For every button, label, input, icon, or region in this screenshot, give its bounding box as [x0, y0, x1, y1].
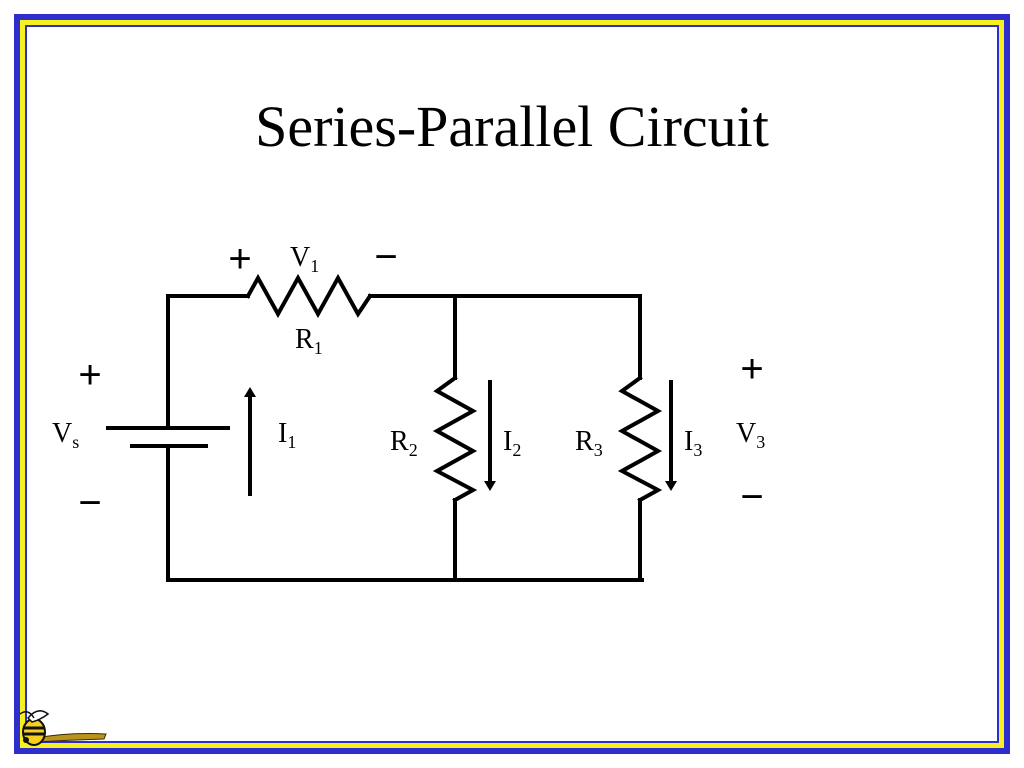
resistor-r2 — [432, 375, 478, 503]
r3-label: R3 — [575, 426, 603, 460]
v1-subscript: 1 — [310, 256, 319, 276]
v3-minus-sign: − — [740, 475, 763, 519]
resistor-r3 — [617, 375, 663, 503]
vs-subscript: s — [72, 432, 79, 452]
vs-label: Vs — [52, 418, 79, 452]
yellow-jacket-mascot-icon — [19, 710, 107, 746]
i1-label: I1 — [278, 418, 296, 452]
i3-label: I3 — [684, 426, 702, 460]
i1-subscript: 1 — [287, 432, 296, 452]
i3-subscript: 3 — [693, 440, 702, 460]
vs-minus-sign: − — [78, 481, 101, 525]
r2-label: R2 — [390, 426, 418, 460]
slide-border-inner — [25, 25, 999, 743]
r3-subscript: 3 — [594, 440, 603, 460]
v3-subscript: 3 — [756, 432, 765, 452]
resistor-r1 — [245, 273, 373, 319]
r1-subscript: 1 — [314, 338, 323, 358]
v1-minus-sign: − — [374, 235, 397, 279]
slide-border-yellow — [20, 20, 1004, 748]
v1-plus-sign: + — [228, 237, 251, 281]
i2-label: I2 — [503, 426, 521, 460]
i2-subscript: 2 — [512, 440, 521, 460]
v1-label: V1 — [290, 242, 319, 276]
r1-label: R1 — [295, 324, 323, 358]
v3-label: V3 — [736, 418, 765, 452]
v3-plus-sign: + — [740, 347, 763, 391]
slide-title: Series-Parallel Circuit — [255, 94, 769, 159]
slide-border-outer — [14, 14, 1010, 754]
vs-plus-sign: + — [78, 353, 101, 397]
r2-subscript: 2 — [409, 440, 418, 460]
